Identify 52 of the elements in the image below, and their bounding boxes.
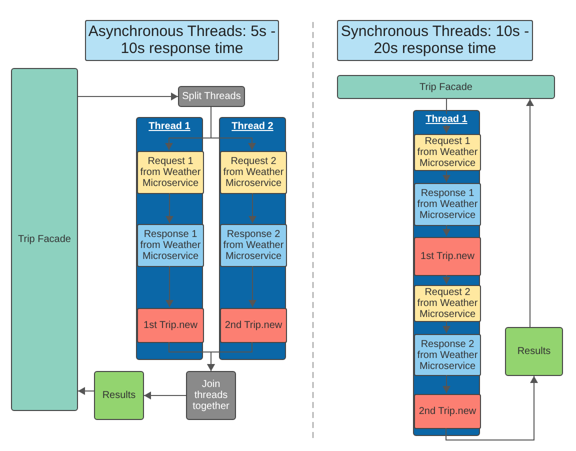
node-label: Results xyxy=(102,390,136,401)
node-label: Response 2 from Weather Microservice xyxy=(223,229,284,262)
node-label: Request 1 from Weather Microservice xyxy=(417,136,478,169)
process-box xyxy=(178,86,245,107)
trip-box xyxy=(414,237,481,276)
node-label: 2nd Trip.new xyxy=(418,406,476,417)
arrow xyxy=(442,320,450,334)
node-label: Synchronous Threads: 10s - 20s response time xyxy=(340,24,530,57)
thread-heading: Thread 1 xyxy=(146,121,192,132)
node-label: Trip Facade xyxy=(420,82,472,92)
results-box xyxy=(505,327,563,376)
node-label: Join threads together xyxy=(192,379,230,412)
node-label: 1st Trip.new xyxy=(144,320,198,331)
node-label: Response 1 from Weather Microservice xyxy=(417,188,478,221)
node-label: Request 2 from Weather Microservice xyxy=(223,156,284,189)
arrow xyxy=(442,170,450,182)
arrow xyxy=(166,192,174,224)
arrow xyxy=(442,274,450,284)
arrow xyxy=(207,342,252,372)
node-label: 2nd Trip.new xyxy=(224,320,282,331)
arrow xyxy=(526,98,534,328)
thread-heading: Thread 1 xyxy=(424,114,470,125)
arrow xyxy=(446,376,538,440)
node-label: Request 1 from Weather Microservice xyxy=(140,156,201,189)
arrow xyxy=(442,374,450,394)
arrow xyxy=(248,192,256,224)
thread-heading: Thread 2 xyxy=(230,121,276,132)
arrow xyxy=(248,266,256,308)
trip-box xyxy=(137,308,204,343)
facade-box xyxy=(11,68,78,411)
results-box xyxy=(94,371,144,420)
node-label: Response 2 from Weather Microservice xyxy=(417,338,478,372)
arrow xyxy=(78,92,178,100)
node-label: Results xyxy=(517,346,551,357)
node-label: Request 2 from Weather Microservice xyxy=(417,287,478,320)
arrow xyxy=(442,98,450,134)
arrow xyxy=(166,266,174,308)
thread-container xyxy=(136,117,203,360)
node-label: 1st Trip.new xyxy=(420,251,474,262)
thread-container xyxy=(219,117,286,360)
node-label: Trip Facade xyxy=(18,234,71,245)
node-label: Split Threads xyxy=(182,91,241,102)
trip-box xyxy=(220,308,287,343)
arrow xyxy=(78,387,94,395)
arrow xyxy=(442,224,450,236)
facade-box xyxy=(337,75,555,99)
node-label: Asynchronous Threads: 5s - 10s response time xyxy=(88,24,276,57)
arrow xyxy=(144,392,186,400)
node-label: Response 1 from Weather Microservice xyxy=(140,229,201,262)
process-box xyxy=(186,371,236,420)
trip-box xyxy=(414,394,481,429)
thread-container xyxy=(413,110,480,436)
